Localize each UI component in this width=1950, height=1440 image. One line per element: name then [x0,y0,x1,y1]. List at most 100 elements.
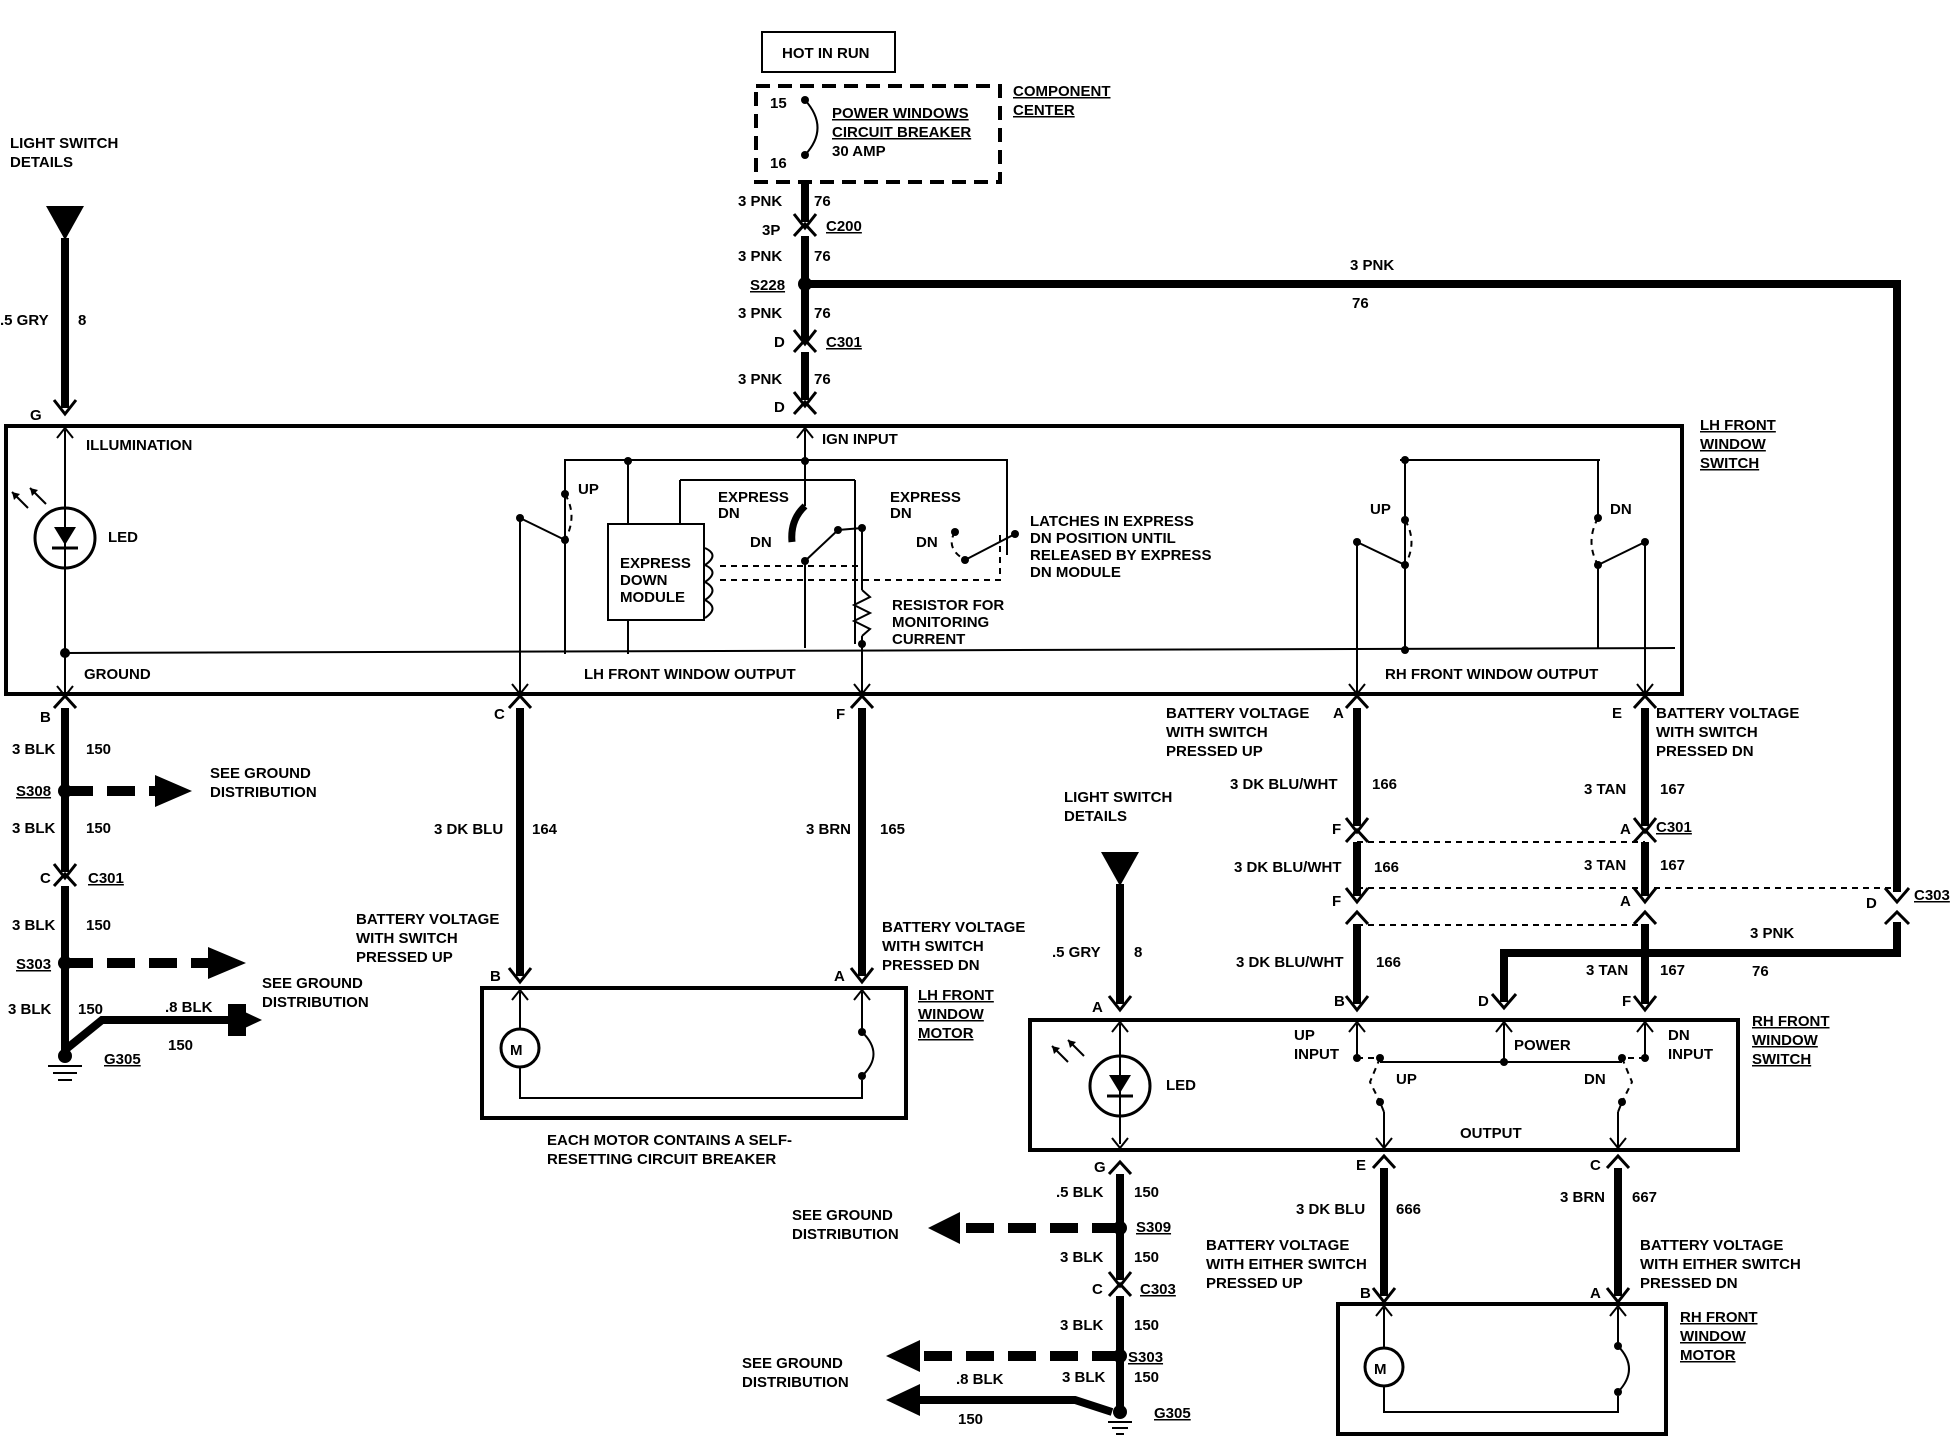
output-label: OUTPUT [1460,1125,1522,1142]
ign-input-label: IGN INPUT [822,431,898,448]
motor-m-rh: M [1374,1361,1387,1378]
lh-motor-label-3: MOTOR [918,1025,974,1042]
express-module-label-3: MODULE [620,589,685,606]
pin-a-rh167-1: A [1620,821,1631,838]
ckt-150-rh-4: 150 [1134,1369,1159,1386]
pin-b-rh-motor: B [1360,1285,1371,1302]
wire-3tan-1: 3 TAN [1584,781,1626,798]
pin-15-label: 15 [770,95,787,112]
coil-icon [702,547,714,619]
batt-up-rh-1: BATTERY VOLTAGE [1166,705,1309,722]
c303-label-2: C303 [1140,1281,1176,1298]
pin-g-rh: G [1094,1159,1106,1176]
lh-motor-label-2: WINDOW [918,1006,985,1023]
batt-dn-lh-3: PRESSED DN [882,957,980,974]
wire-3blk-rh-1: 3 BLK [1060,1249,1104,1266]
wire-3blk-1: 3 BLK [12,741,56,758]
led-icon [33,506,97,570]
rh-motor-label-1: RH FRONT [1680,1309,1758,1326]
batt-dn-lh-2: WITH SWITCH [882,938,984,955]
rh-dn-label: DN [1584,1071,1606,1088]
pin-d-c303: D [1866,895,1877,912]
wire-5blk: .5 BLK [1056,1184,1104,1201]
led-icon-rh [1088,1054,1152,1118]
pin-3p-label: 3P [762,222,780,239]
component-center-label-2: CENTER [1013,102,1075,119]
batt-either-up-1: BATTERY VOLTAGE [1206,1237,1349,1254]
ckt-150-4: 150 [78,1001,103,1018]
rh-motor-wires: E 3 DK BLU 666 BATTERY VOLTAGE WITH EITH… [1206,1153,1801,1305]
ckt-76-2: 76 [814,248,831,265]
rh-dn-label-lhsw: DN [1610,501,1632,518]
pin-d-label-2: D [774,399,785,416]
pin-a-lh-motor: A [834,968,845,985]
hot-in-run-label: HOT IN RUN [782,45,870,62]
cb-label-1: POWER WINDOWS [832,105,969,122]
left-ground-path: B 3 BLK 150 S308 SEE GROUND DISTRIBUTION… [8,693,369,1081]
wire-3pnk-top: 3 PNK [1350,257,1394,274]
c200-label: C200 [826,218,862,235]
resistor-icon [851,589,873,637]
see-ground-1b: DISTRIBUTION [210,784,317,801]
ckt-150-3: 150 [86,917,111,934]
light-switch-details-rh-2: DETAILS [1064,808,1127,825]
ckt-150-2: 150 [86,820,111,837]
rh-front-window-switch: RH FRONT WINDOW SWITCH LED UP INPUT UP [1028,1013,1830,1152]
resistor-label-2: MONITORING [892,614,989,631]
batt-up-rh-2: WITH SWITCH [1166,724,1268,741]
ckt-166-3: 166 [1376,954,1401,971]
ckt-76-3: 76 [814,305,831,322]
wire-dkbluwht-1: 3 DK BLU/WHT [1230,776,1338,793]
c301-label-1: C301 [826,334,862,351]
dn-label-2: DN [916,534,938,551]
wire-5gry-rh: .5 GRY [1052,944,1101,961]
batt-either-dn-3: PRESSED DN [1640,1275,1738,1292]
rh-light-switch-feed: LIGHT SWITCH DETAILS .5 GRY 8 A [1052,789,1172,1016]
wire-3dkblu-lh: 3 DK BLU [434,821,503,838]
lh-motor-label-1: LH FRONT [918,987,994,1004]
rh-motor-label-3: MOTOR [1680,1347,1736,1364]
power-source: HOT IN RUN 15 16 POWER WINDOWS CIRCUIT B… [754,31,1111,184]
rh-switch-label-1: RH FRONT [1752,1013,1830,1030]
left-light-switch-feed: LIGHT SWITCH DETAILS .5 GRY 8 G [0,135,118,424]
rh-switch-feed-wires: A BATTERY VOLTAGE WITH SWITCH PRESSED UP… [1166,693,1897,1013]
each-motor-label-2: RESETTING CIRCUIT BREAKER [547,1151,776,1168]
circuit-breaker-icon [804,99,819,156]
ckt-167-1: 167 [1660,781,1685,798]
ground-dist-arrow-icon-3 [928,1212,960,1244]
ckt-8-rh: 8 [1134,944,1142,961]
lh-motor-wires: C 3 DK BLU 164 B BATTERY VOLTAGE WITH SW… [356,693,1025,985]
express-label-2: EXPRESS [890,489,961,506]
lh-switch-label-2: WINDOW [1700,436,1767,453]
batt-dn-rh-1: BATTERY VOLTAGE [1656,705,1799,722]
see-ground-2b: DISTRIBUTION [262,994,369,1011]
wire-3pnk-c303: 3 PNK [1750,925,1794,942]
ckt-166-2: 166 [1374,859,1399,876]
batt-either-dn-1: BATTERY VOLTAGE [1640,1237,1783,1254]
batt-up-rh-3: PRESSED UP [1166,743,1263,760]
power-label: POWER [1514,1037,1571,1054]
pin-c-rh: C [1092,1281,1103,1298]
latches-label-1: LATCHES IN EXPRESS [1030,513,1194,530]
rh-switch-label-2: WINDOW [1752,1032,1819,1049]
wire-3pnk-4: 3 PNK [738,371,782,388]
ground-dist-arrow-icon-1 [155,775,192,807]
batt-up-lh-2: WITH SWITCH [356,930,458,947]
wire-dkbluwht-2: 3 DK BLU/WHT [1234,859,1342,876]
up-input-label-2: INPUT [1294,1046,1339,1063]
pin-f-lh: F [836,706,845,723]
component-center-label-1: COMPONENT [1013,83,1111,100]
g305-label-rh: G305 [1154,1405,1191,1422]
wire-dkbluwht-3: 3 DK BLU/WHT [1236,954,1344,971]
pin-e-rh167: E [1612,705,1622,722]
light-switch-details-2: DETAILS [10,154,73,171]
pin-d-label-1: D [774,334,785,351]
motor-breaker-icon-lh [861,1031,875,1077]
pin-f-rh166-2: F [1332,893,1341,910]
wire-5gry-left: .5 GRY [0,312,49,329]
ckt-150-1: 150 [86,741,111,758]
rh-up-label-lhsw: UP [1370,501,1391,518]
light-switch-arrow-icon [46,206,84,240]
resistor-label-1: RESISTOR FOR [892,597,1004,614]
